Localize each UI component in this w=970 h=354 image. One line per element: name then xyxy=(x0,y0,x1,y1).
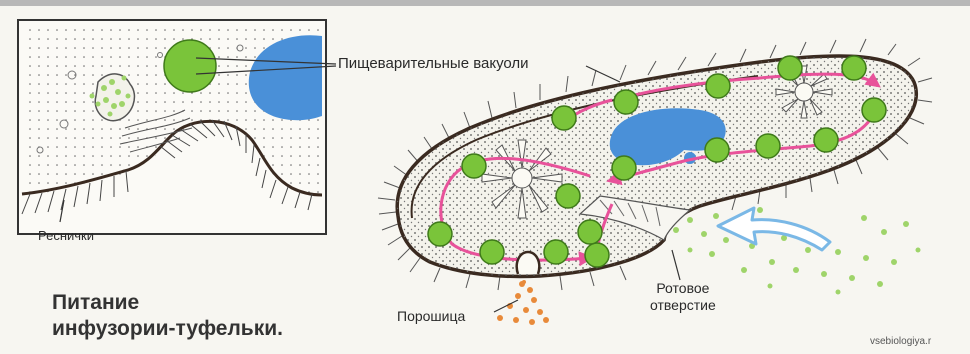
title-line1: Питание xyxy=(52,290,283,316)
cytoproct xyxy=(517,252,540,274)
top-strip xyxy=(0,0,970,6)
label-cilia: Реснички xyxy=(38,228,94,243)
label-cytoproct: Порошица xyxy=(397,308,465,324)
label-cell-mouth-line1: Ротовое xyxy=(650,280,716,297)
watermark: vsebiologiya.r xyxy=(870,336,931,347)
inset-digestive-vacuole xyxy=(164,40,216,92)
waste-particles xyxy=(497,280,549,325)
diagram-title: Питание инфузории-туфельки. xyxy=(52,290,283,342)
title-line2: инфузории-туфельки. xyxy=(52,316,283,342)
label-digestive-vacuoles: Пищеварительные вакуоли xyxy=(338,55,529,72)
water-flow-arrow-icon xyxy=(718,208,830,250)
label-cell-mouth-line2: отверстие xyxy=(650,297,716,314)
label-cell-mouth: Ротовое отверстие xyxy=(650,280,716,314)
